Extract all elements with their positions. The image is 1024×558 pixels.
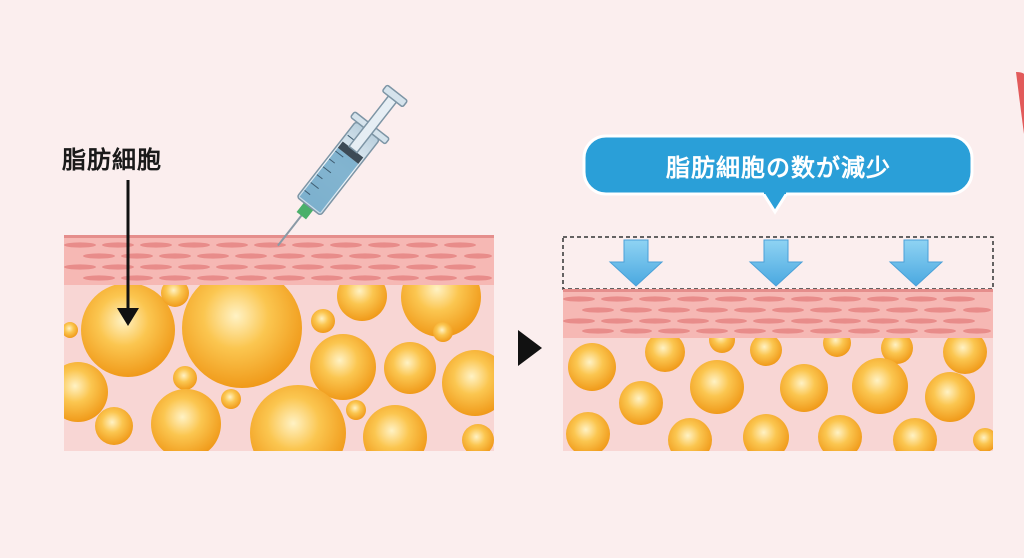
fat-cell (95, 407, 133, 445)
fat-cell (337, 285, 387, 321)
fat-cell (442, 350, 494, 416)
fat-cell (363, 405, 427, 451)
down-arrow-icon (888, 239, 944, 287)
fat-cell (943, 338, 987, 374)
fat-cell (750, 338, 782, 366)
fat-cell (925, 372, 975, 422)
fat-cell (668, 418, 712, 451)
fat-cell (151, 389, 221, 451)
fat-cell (893, 418, 937, 451)
fat-cell (433, 322, 453, 342)
down-arrow-icon (608, 239, 664, 287)
edge-decoration (1016, 72, 1024, 134)
fat-cell (310, 334, 376, 400)
fat-cell (311, 309, 335, 333)
fat-cell (823, 338, 851, 357)
fat-cell (250, 385, 346, 451)
fat-cell (852, 358, 908, 414)
label-pointer-arrow (117, 180, 139, 326)
fat-cell (566, 412, 610, 451)
transition-arrow-icon (518, 330, 542, 366)
fat-cell (182, 285, 302, 388)
fat-cell (221, 389, 241, 409)
fat-cell (384, 342, 436, 394)
fat-cell (401, 285, 481, 337)
fat-cell (619, 381, 663, 425)
fat-cell-label: 脂肪細胞 (62, 146, 162, 174)
syringe-icon (277, 84, 408, 247)
fat-cell (780, 364, 828, 412)
callout-text: 脂肪細胞の数が減少 (666, 153, 891, 182)
fat-cell (462, 424, 494, 451)
fat-cell (709, 338, 735, 353)
callout-bubble (582, 134, 974, 215)
fat-cell (818, 415, 862, 451)
fat-cell (690, 360, 744, 414)
fat-cell (743, 414, 789, 451)
fat-cell (64, 322, 78, 338)
right-fat-tissue (563, 338, 993, 451)
fat-cell (161, 285, 189, 307)
left-fat-tissue (64, 285, 494, 451)
fat-cell (81, 285, 175, 377)
fat-cell (973, 428, 993, 451)
compression-arrows (608, 239, 944, 287)
fat-cell (173, 366, 197, 390)
down-arrow-icon (748, 239, 804, 287)
fat-cell (346, 400, 366, 420)
right-skin-layer (563, 289, 993, 338)
fat-cell (881, 338, 913, 364)
fat-cell (64, 362, 108, 422)
fat-cell (645, 338, 685, 372)
fat-cell (568, 343, 616, 391)
